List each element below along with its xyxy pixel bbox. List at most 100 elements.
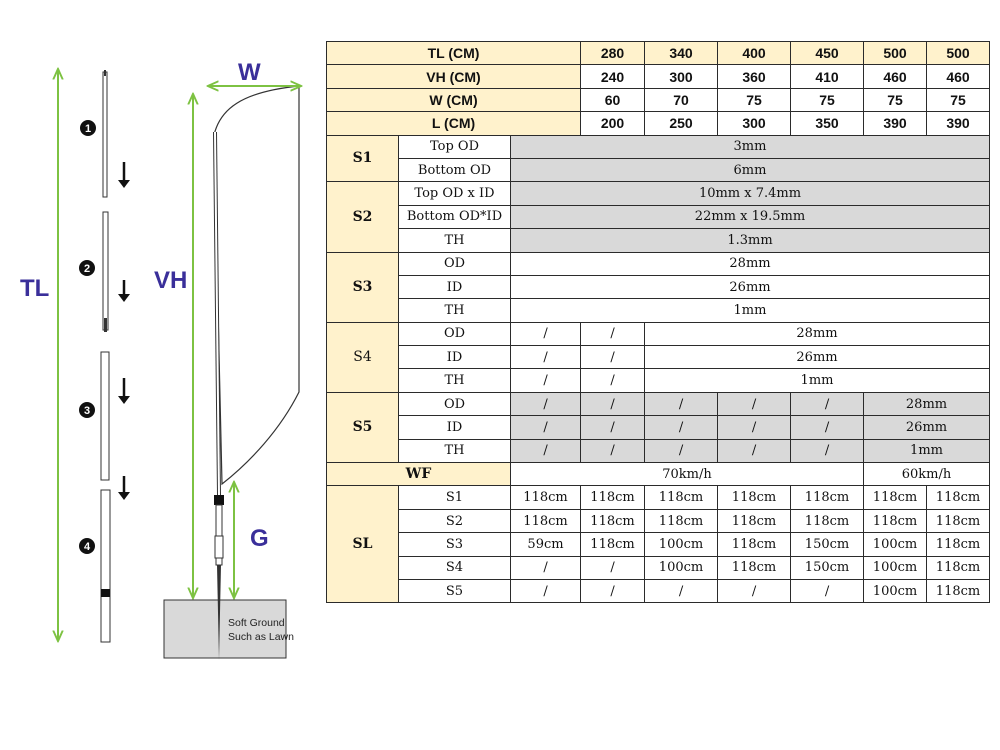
svg-text:1: 1 <box>85 123 91 135</box>
cell: 300 <box>644 64 719 89</box>
cell: 100cm <box>863 532 928 557</box>
section-label: SL <box>326 485 399 604</box>
cell: 28mm <box>863 391 991 417</box>
s2-row: TH 1.3mm <box>327 228 991 253</box>
cell: 100cm <box>644 555 719 580</box>
sub-label: ID <box>398 274 511 300</box>
cell: / <box>717 578 792 604</box>
sub-label: S1 <box>398 485 511 510</box>
cell: 350 <box>790 111 865 136</box>
sub-label: ID <box>398 415 511 440</box>
cell: / <box>790 438 865 464</box>
cell: 70km/h <box>509 462 865 487</box>
cell: / <box>644 578 719 604</box>
sub-label: Top OD <box>398 134 511 159</box>
sub-label: TH <box>398 438 511 464</box>
sub-label: S2 <box>398 508 511 534</box>
cell: / <box>717 391 792 417</box>
cell: 390 <box>926 111 991 136</box>
cell: / <box>580 368 646 393</box>
sub-label: OD <box>398 321 511 347</box>
ground-label-line2: Such as Lawn <box>228 631 294 643</box>
cell: / <box>580 578 646 604</box>
w-label: W <box>238 59 261 86</box>
section-label: S3 <box>326 251 399 323</box>
cell: / <box>509 391 582 417</box>
cell: / <box>717 415 792 440</box>
s2-row: Bottom OD*ID 22mm x 19.5mm <box>327 204 991 230</box>
sub-label: TH <box>398 368 511 393</box>
cell: 75 <box>863 87 928 113</box>
cell: 460 <box>863 64 928 89</box>
cell: 118cm <box>580 485 646 510</box>
cell: 360 <box>717 64 792 89</box>
cell: 250 <box>644 111 719 136</box>
cell: / <box>509 555 582 580</box>
vh-label: VH <box>154 267 187 294</box>
down-arrow-icon <box>118 378 130 404</box>
sl-row: S3 59cm 118cm 100cm 118cm 150cm 100cm 11… <box>327 532 991 557</box>
sub-label: TH <box>398 298 511 323</box>
cell: 118cm <box>717 532 792 557</box>
s4-row: TH / / 1mm <box>327 368 991 393</box>
svg-text:2: 2 <box>84 263 90 275</box>
cell: 28mm <box>509 251 991 276</box>
sub-label: S3 <box>398 532 511 557</box>
s1-row: Bottom OD 6mm <box>327 157 991 183</box>
s4-row: S4 OD / / 28mm <box>326 321 991 393</box>
cell: / <box>580 555 646 580</box>
sub-label: OD <box>398 251 511 276</box>
cell: / <box>509 368 582 393</box>
header-row-l: L (CM) 200 250 300 350 390 390 450 <box>325 111 991 136</box>
s5-row: ID / / / / / 26mm <box>327 415 991 440</box>
row-label: TL (CM) <box>325 40 582 66</box>
header-row-tl: TL (CM) 280 340 400 450 500 500 550 <box>325 40 991 66</box>
cell: 100cm <box>644 532 719 557</box>
cell: / <box>790 578 865 604</box>
spec-table: TL (CM) 280 340 400 450 500 500 550 VH (… <box>325 40 991 604</box>
cell: 240 <box>580 64 646 89</box>
cell: / <box>790 391 865 417</box>
cell: 450 <box>790 40 865 66</box>
down-arrow-icon <box>118 280 130 302</box>
cell: 10mm x 7.4mm <box>509 181 991 206</box>
cell: 118cm <box>509 485 582 510</box>
cell: 460 <box>926 64 991 89</box>
cell: 118cm <box>717 508 792 534</box>
pole-segment-1 <box>102 70 108 198</box>
down-arrow-icon <box>118 162 130 188</box>
cell: 1mm <box>509 298 991 323</box>
row-label: L (CM) <box>325 111 582 136</box>
section-label: S4 <box>326 321 399 393</box>
cell: / <box>580 391 646 417</box>
sub-label: TH <box>398 228 511 253</box>
cell: 118cm <box>717 555 792 580</box>
sl-row: SL S1 118cm 118cm 118cm 118cm 118cm 118c… <box>326 485 991 604</box>
cell: 118cm <box>926 555 991 580</box>
sl-row: S4 / / 100cm 118cm 150cm 100cm 118cm <box>327 555 991 580</box>
s3-row: ID 26mm <box>327 274 991 300</box>
sl-row: S5 / / / / / 100cm 118cm <box>327 578 991 604</box>
step-badge-4: 4 <box>79 538 95 554</box>
cell: / <box>509 578 582 604</box>
pole-segment-4 <box>100 489 111 643</box>
cell: 75 <box>926 87 991 113</box>
cell: 118cm <box>863 485 928 510</box>
cell: 60 <box>580 87 646 113</box>
cell: 118cm <box>580 508 646 534</box>
s2-row: S2 Top OD x ID 10mm x 7.4mm <box>326 181 991 253</box>
sub-label: Bottom OD <box>398 157 511 183</box>
cell: 118cm <box>926 485 991 510</box>
sub-label: Top OD x ID <box>398 181 511 206</box>
sub-label: Bottom OD*ID <box>398 204 511 230</box>
s1-row: S1 Top OD 3mm <box>326 134 991 183</box>
cell: 1.3mm <box>509 228 991 253</box>
step-badge-2: 2 <box>79 260 95 276</box>
step-badge-1: 1 <box>80 120 96 136</box>
cell: 26mm <box>509 274 991 300</box>
s3-row: S3 OD 28mm <box>326 251 991 323</box>
cell: / <box>509 438 582 464</box>
cell: 100cm <box>863 555 928 580</box>
cell: 1mm <box>644 368 991 393</box>
section-label: S5 <box>326 391 399 464</box>
